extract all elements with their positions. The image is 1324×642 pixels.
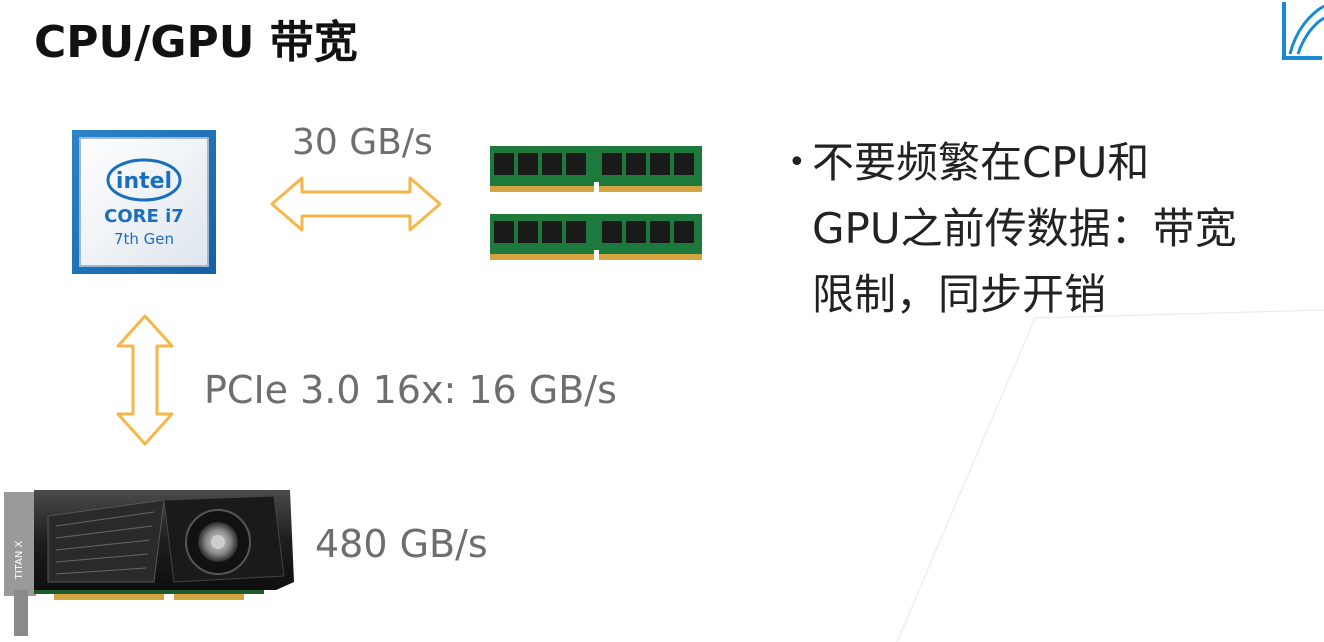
ram-stick-icon	[490, 146, 702, 194]
intel-cpu-icon: intel CORE i7 7th Gen	[72, 130, 216, 274]
cpu-gpu-arrow	[116, 314, 174, 446]
page-title: CPU/GPU 带宽	[34, 17, 358, 68]
cpu-brand-text: intel	[116, 169, 172, 194]
graphics-card-icon: TITAN X	[4, 490, 294, 636]
bullet-line: 不要频繁在CPU和	[812, 138, 1150, 187]
bullet-text: 不要频繁在CPU和 GPU之前传数据：带宽 限制，同步开销	[812, 130, 1308, 328]
gpu-memory-bandwidth-label: 480 GB/s	[315, 522, 488, 566]
pcie-bandwidth-label: PCIe 3.0 16x: 16 GB/s	[204, 368, 617, 412]
cpu-model-text: CORE i7	[104, 206, 184, 227]
ram-stick-icon	[490, 214, 702, 262]
bullet-line: 限制，同步开销	[812, 270, 1107, 319]
gpu-model-text: TITAN X	[14, 540, 25, 580]
cpu-ram-arrow	[270, 176, 442, 232]
cpu-ram-bandwidth-label: 30 GB/s	[292, 122, 433, 163]
brand-logo-icon	[1282, 2, 1324, 60]
cpu-generation-text: 7th Gen	[114, 230, 174, 248]
bullet-point: • 不要频繁在CPU和 GPU之前传数据：带宽 限制，同步开销	[788, 130, 1308, 328]
bullet-marker: •	[788, 145, 806, 180]
bullet-line: GPU之前传数据：带宽	[812, 204, 1237, 253]
cpu-chip: intel CORE i7 7th Gen	[72, 130, 216, 274]
